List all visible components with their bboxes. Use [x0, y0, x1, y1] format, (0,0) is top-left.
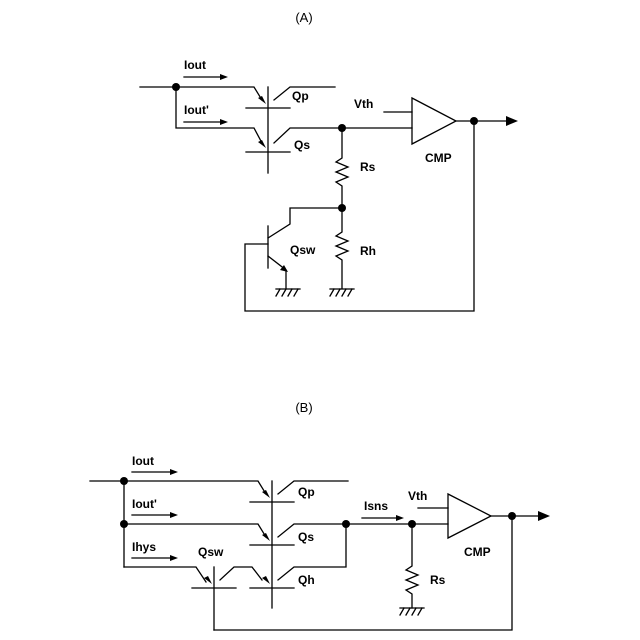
b-qh-emitter-arrow — [262, 576, 270, 584]
panel-a-title: (A) — [295, 10, 312, 25]
b-qs-emitter-arrow — [262, 533, 270, 541]
b-label-qsw: Qsw — [198, 545, 224, 559]
a-label-qs: Qs — [294, 138, 310, 152]
a-qp-emitter-arrow — [258, 96, 266, 104]
a-resistor-rs — [336, 128, 348, 208]
b-label-qh: Qh — [298, 573, 315, 587]
a-qsw-collector — [268, 208, 342, 238]
a-label-qp: Qp — [292, 89, 309, 103]
b-label-ihys: Ihys — [132, 540, 156, 554]
b-qsw-collector — [220, 567, 262, 580]
b-qs-base-wire — [124, 524, 266, 537]
b-ground-rs — [400, 608, 424, 615]
a-label-iout: Iout — [184, 58, 206, 72]
a-output-arrowhead — [506, 116, 518, 126]
a-comparator — [412, 98, 456, 144]
a-iout-prime-arrowhead — [220, 119, 228, 125]
a-qsw-emitter — [268, 256, 286, 288]
a-qs-emitter-arrow — [258, 140, 266, 148]
b-label-rs: Rs — [430, 573, 446, 587]
b-qp-base-wire — [124, 481, 266, 494]
a-label-iout-prime: Iout' — [184, 103, 209, 117]
b-isns-arrowhead — [396, 515, 404, 521]
b-resistor-rs — [406, 524, 418, 608]
panel-b-title: (B) — [295, 400, 312, 415]
b-qsw-base-wire — [124, 567, 206, 582]
b-output-arrowhead — [538, 511, 550, 521]
b-label-qs: Qs — [298, 530, 314, 544]
b-label-vth: Vth — [408, 489, 427, 503]
a-label-cmp: CMP — [425, 151, 452, 165]
b-feedback-wire — [214, 516, 512, 630]
a-qp-base-wire — [176, 87, 262, 100]
b-iout-prime-arrowhead — [170, 512, 178, 518]
a-resistor-rh — [336, 208, 348, 288]
a-iout-arrowhead — [220, 74, 228, 80]
b-label-iout: Iout — [132, 454, 154, 468]
b-iout-arrowhead — [170, 469, 178, 475]
a-ground-qsw — [276, 289, 300, 296]
a-label-rh: Rh — [360, 244, 376, 258]
a-ground-rh — [330, 289, 354, 296]
a-label-vth: Vth — [354, 97, 373, 111]
b-label-isns: Isns — [364, 499, 388, 513]
a-label-qsw: Qsw — [290, 243, 316, 257]
b-label-iout-prime: Iout' — [132, 497, 157, 511]
panel-a: (A) Iout Iout' Qp Qs Vth CMP — [140, 10, 518, 311]
panel-b: (B) Iout Iout' Ihys Qp Qs — [90, 400, 550, 630]
b-label-cmp: CMP — [464, 545, 491, 559]
b-comparator — [448, 494, 491, 538]
a-feedback-wire — [245, 121, 474, 311]
b-qp-emitter-arrow — [262, 490, 270, 498]
b-label-qp: Qp — [298, 485, 315, 499]
a-label-rs: Rs — [360, 160, 376, 174]
b-ihys-arrowhead — [170, 555, 178, 561]
